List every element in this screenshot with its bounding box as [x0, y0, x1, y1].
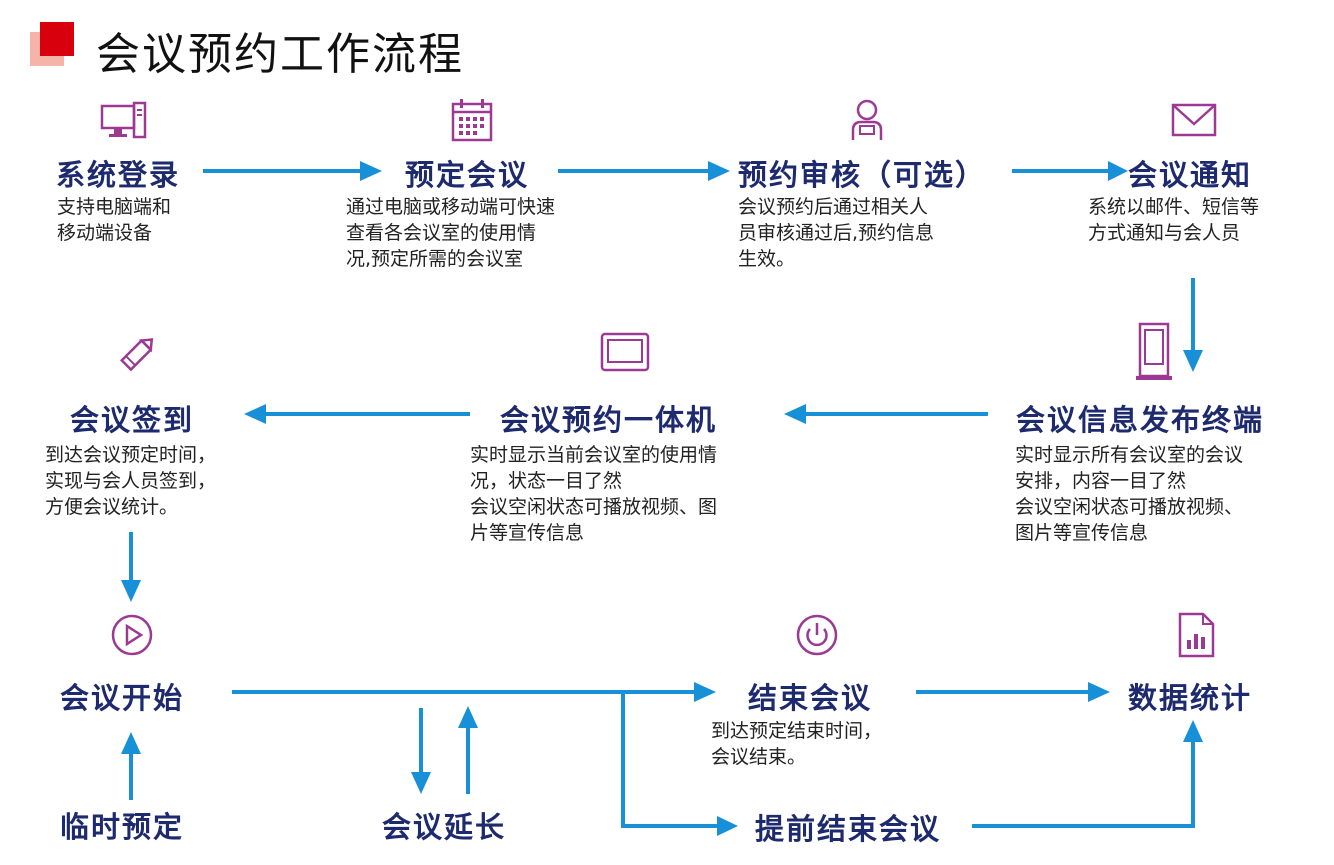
node-kiosk-desc: 实时显示当前会议室的使用情 况，状态一目了然 会议空闲状态可播放视频、图 片等宣…	[470, 442, 717, 546]
node-early-title: 提前结束会议	[755, 812, 942, 846]
desc-line: 方式通知与会人员	[1088, 222, 1241, 244]
desc-line: 生效。	[738, 248, 796, 270]
node-login-desc: 支持电脑端和 移动端设备	[57, 194, 171, 246]
node-end-title: 结束会议	[748, 681, 873, 715]
arrow-terminal-to-kiosk	[784, 404, 988, 424]
node-login-title: 系统登录	[56, 158, 181, 192]
calendar-icon	[451, 99, 493, 142]
arrow-login-to-book	[203, 161, 382, 181]
desc-line: 通过电脑或移动端可快速	[346, 196, 556, 218]
desc-line: 会议空闲状态可播放视频、图	[470, 496, 718, 518]
desc-line: 查看各会议室的使用情	[346, 222, 537, 244]
person-icon	[851, 99, 883, 140]
desc-line: 到达会议预定时间，	[45, 444, 217, 466]
node-terminal-desc: 实时显示所有会议室的会议 安排，内容一目了然 会议空闲状态可播放视频、 图片等宣…	[1015, 442, 1243, 546]
node-review-title: 预约审核（可选）	[738, 158, 987, 192]
arrow-start-to-end	[232, 682, 716, 702]
arrow-early-to-stats	[972, 720, 1203, 828]
pencil-icon	[119, 338, 154, 372]
desc-line: 支持电脑端和	[57, 196, 172, 218]
node-end-desc: 到达预定结束时间， 会议结束。	[711, 718, 882, 770]
desc-line: 片等宣传信息	[470, 522, 585, 544]
page-title: 会议预约工作流程	[96, 29, 464, 80]
node-notify-desc: 系统以邮件、短信等 方式通知与会人员	[1088, 194, 1259, 246]
power-icon	[796, 614, 838, 656]
desc-line: 况，状态一目了然	[470, 470, 623, 492]
desc-line: 会议结束。	[711, 746, 807, 768]
desc-line: 实时显示所有会议室的会议	[1015, 444, 1244, 466]
tablet-icon	[600, 332, 650, 372]
arrow-end-to-stats	[916, 682, 1110, 702]
desc-line: 况,预定所需的会议室	[346, 248, 524, 270]
desc-line: 实时显示当前会议室的使用情	[470, 444, 718, 466]
node-signin-title: 会议签到	[70, 403, 195, 437]
envelope-icon	[1171, 103, 1217, 137]
arrow-review-to-notify	[1012, 161, 1128, 181]
node-book-desc: 通过电脑或移动端可快速 查看各会议室的使用情 况,预定所需的会议室	[346, 194, 555, 272]
desc-line: 安排，内容一目了然	[1015, 470, 1187, 492]
node-notify-title: 会议通知	[1128, 158, 1253, 192]
desc-line: 会议空闲状态可播放视频、	[1015, 496, 1244, 518]
arrow-temp-to-start	[121, 732, 141, 800]
node-stats-title: 数据统计	[1128, 681, 1253, 715]
node-extend-title: 会议延长	[382, 810, 507, 844]
node-terminal-title: 会议信息发布终端	[1016, 403, 1265, 437]
node-book-title: 预定会议	[405, 158, 530, 192]
node-kiosk-title: 会议预约一体机	[500, 403, 718, 437]
arrow-book-to-review	[558, 161, 730, 181]
title-mark	[40, 22, 74, 56]
arrow-notify-to-terminal	[1183, 278, 1203, 372]
node-review-desc: 会议预约后通过相关人 员审核通过后,预约信息 生效。	[738, 194, 934, 272]
node-start-title: 会议开始	[60, 681, 185, 715]
desc-line: 移动端设备	[57, 222, 153, 244]
desc-line: 系统以邮件、短信等	[1088, 196, 1260, 218]
desc-line: 方便会议统计。	[45, 496, 179, 518]
report-icon	[1178, 612, 1215, 658]
desc-line: 员审核通过后,预约信息	[738, 222, 935, 244]
kiosk-icon	[1136, 322, 1172, 380]
desc-line: 图片等宣传信息	[1015, 522, 1149, 544]
computer-icon	[100, 101, 147, 139]
desc-line: 实现与会人员签到，	[45, 470, 217, 492]
node-signin-desc: 到达会议预定时间， 实现与会人员签到， 方便会议统计。	[45, 442, 216, 520]
arrow-kiosk-to-signin	[244, 404, 470, 424]
arrow-down-to-extend	[411, 708, 431, 794]
desc-line: 会议预约后通过相关人	[738, 196, 929, 218]
node-temp-title: 临时预定	[60, 810, 185, 844]
arrow-branch-to-early	[621, 690, 738, 836]
arrow-signin-to-start	[121, 532, 141, 602]
arrow-up-from-extend	[458, 706, 478, 794]
play-icon	[111, 614, 153, 656]
desc-line: 到达预定结束时间，	[711, 720, 883, 742]
